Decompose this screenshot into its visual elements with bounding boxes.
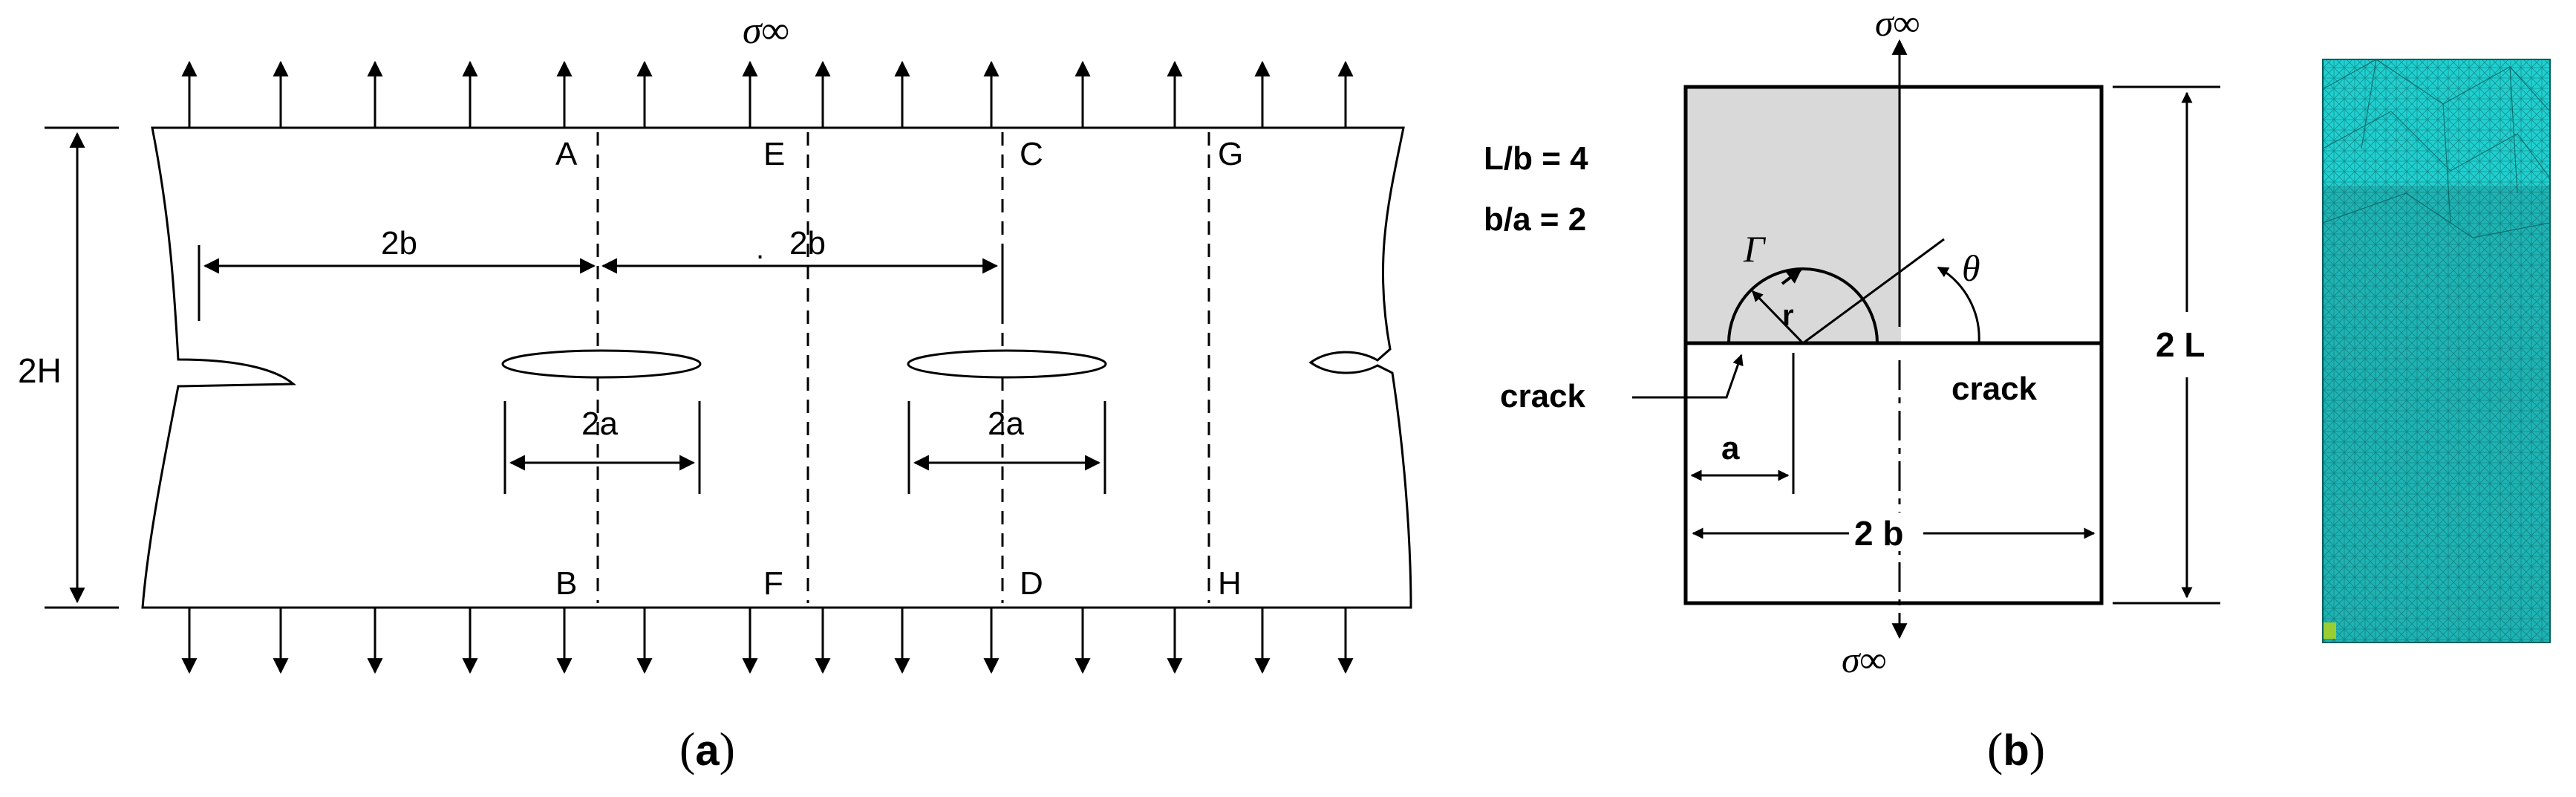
caption-b-close: ) <box>2029 723 2045 775</box>
caption-b-letter: b <box>2003 726 2029 775</box>
bottom-stress-arrows <box>181 608 1354 674</box>
caption-b-open: ( <box>1987 723 2003 775</box>
width-label: 2 b <box>1854 514 1903 553</box>
point-E: E <box>763 136 785 172</box>
panel-b: σ∞ σ∞ Γ r θ L/b = 4 b/a = 2 crack crack … <box>1484 2 2220 775</box>
point-A: A <box>555 136 578 172</box>
svg-text:(a): (a) <box>679 723 735 775</box>
height-label: 2H <box>18 351 62 390</box>
point-B: B <box>555 565 577 602</box>
gamma-label: Γ <box>1743 228 1767 270</box>
height-dimension <box>45 126 119 609</box>
contour-arrow <box>1781 268 1802 285</box>
crack-left <box>501 349 702 379</box>
contour-gamma <box>1727 267 1879 344</box>
caption-b: (b) <box>1987 723 2045 775</box>
a-label: a <box>1721 430 1740 466</box>
point-G: G <box>1218 136 1243 172</box>
length-dimension <box>2113 85 2220 605</box>
spacing-label-left: 2b <box>381 225 417 261</box>
spacing-label-right: 2b <box>789 225 826 261</box>
theta-ray <box>1802 238 1945 345</box>
top-stress-arrows <box>181 60 1354 128</box>
stress-label-top-b: σ∞ <box>1875 2 1920 44</box>
a-dimension <box>1690 353 1795 494</box>
stress-label-top-a: σ∞ <box>743 10 789 52</box>
spacing-dot: . <box>756 232 764 265</box>
crack-leader <box>1632 354 1744 399</box>
radius-line <box>1751 290 1804 345</box>
theta-arc <box>1937 266 1980 344</box>
ratio-ba: b/a = 2 <box>1484 201 1586 238</box>
panel-a: σ∞ 2H A E C G B F D H <box>18 10 1412 775</box>
plate-outline <box>141 126 1412 609</box>
caption-a-close: ) <box>720 723 735 775</box>
caption-a-letter: a <box>695 726 720 775</box>
point-F: F <box>763 565 783 602</box>
point-D: D <box>1020 565 1043 602</box>
point-H: H <box>1218 565 1242 602</box>
spacing-dimension <box>198 245 1004 323</box>
stress-label-bottom-b: σ∞ <box>1842 639 1886 680</box>
length-label: 2 L <box>2156 325 2205 364</box>
theta-label: θ <box>1962 247 1980 289</box>
caption-a: (a) <box>679 723 735 775</box>
point-C: C <box>1020 136 1043 172</box>
width-label-bg <box>1849 513 1923 551</box>
crack-label-right: 2a <box>988 406 1024 442</box>
radius-label: r <box>1782 299 1794 332</box>
fe-mesh-image <box>2322 59 2551 643</box>
svg-text:(b): (b) <box>1987 723 2045 775</box>
crack-right <box>907 349 1107 379</box>
crack-length-dimensions <box>503 401 1106 494</box>
caption-a-open: ( <box>679 723 695 775</box>
ratio-lb: L/b = 4 <box>1484 140 1588 177</box>
crack-label-left: 2a <box>581 406 618 442</box>
crack-label-left: crack <box>1500 378 1586 414</box>
crack-label-right: crack <box>1951 371 2038 407</box>
